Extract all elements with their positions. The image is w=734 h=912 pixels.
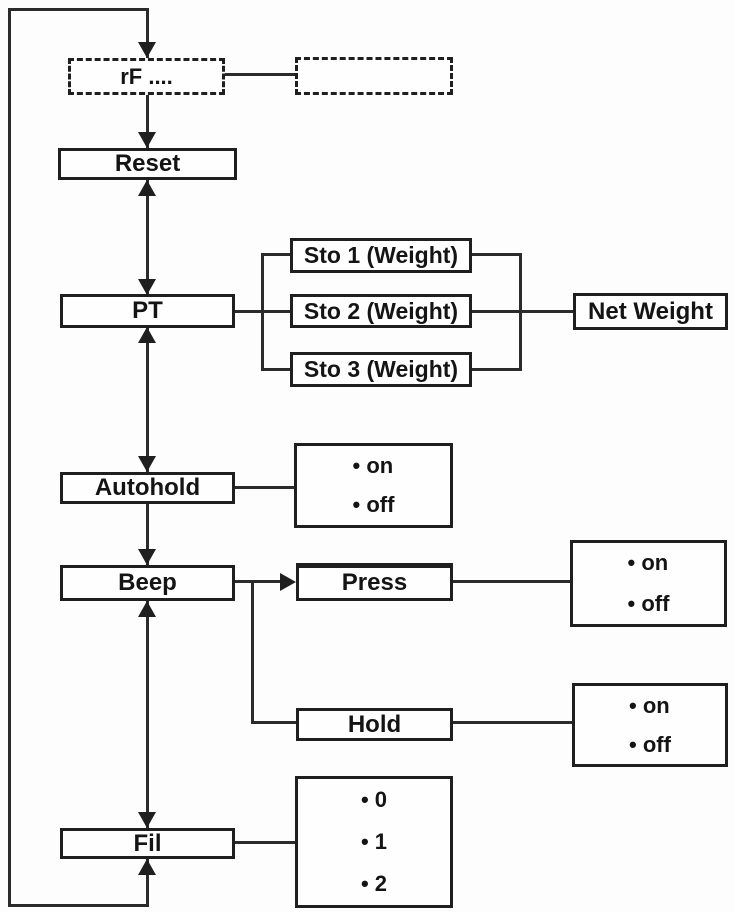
connector-fil-options [234,841,296,844]
connector-autohold-beep [146,503,149,566]
node-pt-label: PT [132,297,163,324]
arrow-down-icon [138,42,156,58]
connector-net-weight-in [519,310,574,313]
connector-beep-branch [251,580,254,723]
connector-sto2-in [261,310,291,313]
connector-rf-reset [146,95,149,150]
node-fil: Fil [60,828,235,859]
connector-hold-options [452,721,573,724]
node-sto1-label: Sto 1 (Weight) [303,242,459,268]
arrow-right-icon [280,573,296,591]
option-item: • 2 [360,871,388,896]
node-hold-label: Hold [347,710,402,738]
node-sto2: Sto 2 (Weight) [290,294,472,328]
node-pt: PT [60,294,235,328]
option-item: • 0 [360,787,388,812]
connector-pt-out [234,310,264,313]
options-hold: • on • off [572,683,728,767]
connector-loop-left [8,8,11,907]
node-rf-blank [295,57,453,95]
node-sto2-label: Sto 2 (Weight) [303,297,459,324]
connector-loop-entry [146,8,149,58]
connector-autohold-options [234,486,295,489]
arrow-down-icon [138,456,156,472]
options-autohold: • on • off [294,443,453,528]
connector-rf-blank [224,73,296,76]
node-hold: Hold [296,708,453,741]
arrow-down-icon [138,132,156,148]
connector-beep-press [234,580,284,583]
option-list: • on • off [628,543,670,624]
connector-press-options [452,580,571,583]
node-sto3: Sto 3 (Weight) [290,352,472,387]
option-list: • 0 • 1 • 2 [361,779,387,905]
connector-loop-top [8,8,149,11]
arrow-up-icon [138,859,156,875]
option-item: • on [629,692,670,718]
node-beep: Beep [60,565,235,601]
connector-reset-pt [146,180,149,296]
options-fil: • 0 • 1 • 2 [295,776,453,908]
connector-sto3-out [471,368,522,371]
connector-sto1-out [471,253,522,256]
node-reset-label: Reset [114,150,181,177]
option-item: • on [352,452,394,478]
connector-hold-in [251,721,297,724]
connector-loop-to-fil [146,858,149,907]
arrow-down-icon [138,549,156,565]
connector-beep-fil [146,600,149,829]
option-list: • on • off [353,446,395,525]
node-rf: rF .... [68,58,225,95]
option-item: • 1 [360,829,388,854]
node-sto3-label: Sto 3 (Weight) [303,356,459,382]
node-press-label: Press [341,569,408,596]
arrow-up-icon [138,327,156,343]
node-reset: Reset [58,148,237,180]
node-autohold-label: Autohold [94,474,201,501]
arrow-down-icon [138,812,156,828]
option-item: • off [627,590,670,616]
node-net-weight: Net Weight [573,293,728,330]
option-item: • on [627,550,669,576]
arrow-up-icon [138,180,156,196]
connector-sto2-out [471,310,522,313]
options-press: • on • off [570,540,727,627]
option-list: • on • off [629,686,671,764]
connector-pt-autohold [146,327,149,473]
option-item: • off [352,492,395,518]
node-press: Press [296,563,453,601]
node-sto1: Sto 1 (Weight) [290,238,472,273]
node-net-weight-label: Net Weight [588,297,713,325]
node-rf-label: rF .... [120,63,173,89]
connector-loop-bottom [8,904,149,907]
node-beep-label: Beep [118,569,177,596]
connector-sto1-in [261,253,291,256]
arrow-down-icon [138,279,156,295]
node-autohold: Autohold [60,472,235,504]
node-fil-label: Fil [133,829,162,857]
option-item: • off [629,731,671,757]
arrow-up-icon [138,601,156,617]
connector-sto3-in [261,368,291,371]
